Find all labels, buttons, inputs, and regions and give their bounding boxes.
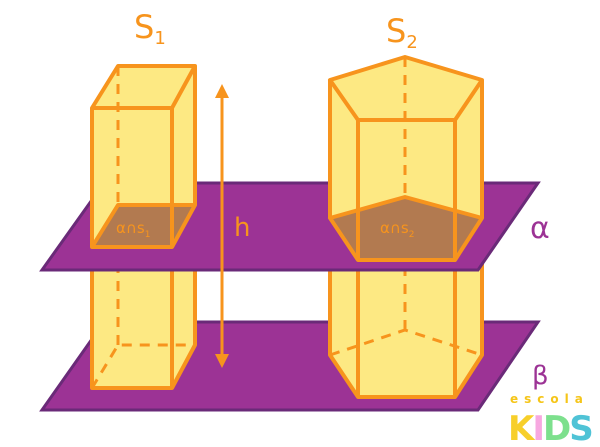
label-s1: S1 (134, 8, 166, 49)
prism-s2-upper (328, 55, 484, 262)
label-s2: S2 (386, 12, 418, 53)
label-section-s2: α∩s2 (380, 219, 414, 240)
logo-bottom: KIDS (508, 409, 592, 447)
prism-s1-upper (90, 64, 197, 249)
label-beta: β (532, 361, 549, 391)
label-section-s1: α∩s1 (116, 219, 150, 240)
section-s2 (328, 195, 484, 262)
label-height: h (234, 213, 250, 243)
height-arrow (215, 84, 229, 368)
escola-kids-logo: escola KIDS (508, 392, 594, 447)
label-alpha: α (530, 211, 550, 246)
logo-top: escola (510, 392, 589, 406)
